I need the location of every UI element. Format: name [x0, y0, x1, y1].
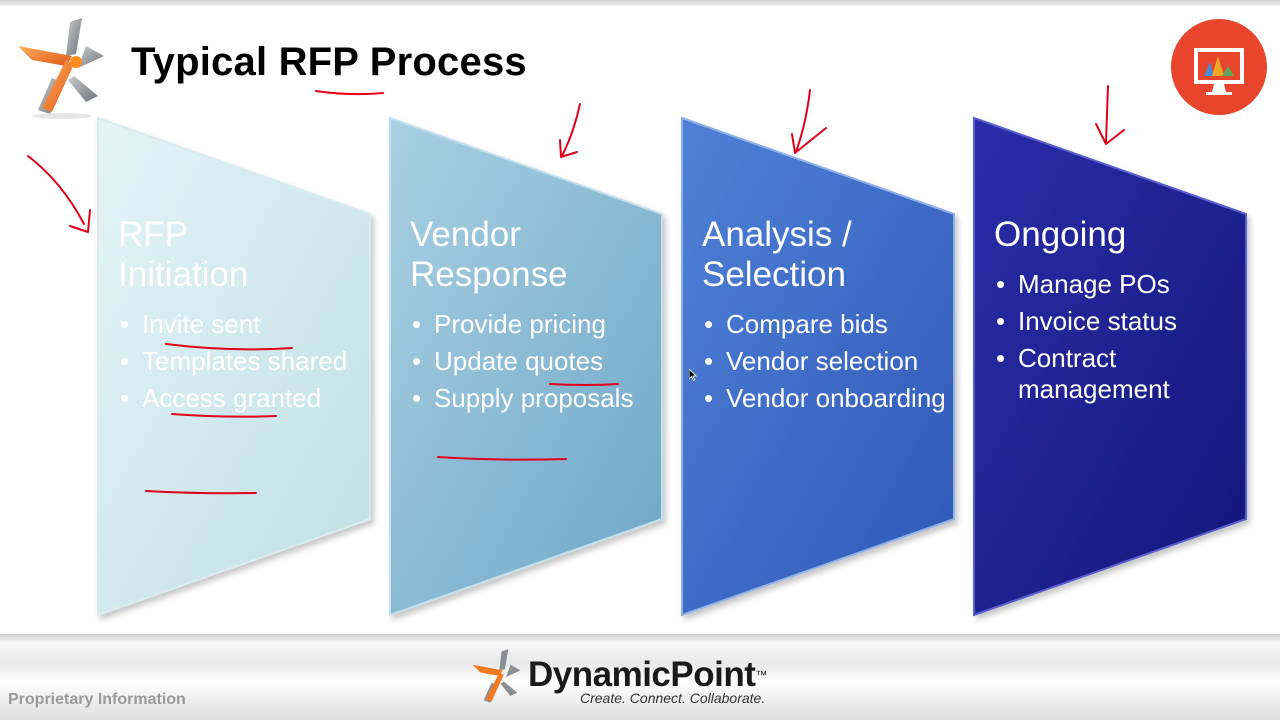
bullet-text: Access granted — [142, 383, 322, 413]
panel-bullet-list: • Provide pricing • Update quotes • Supply pr… — [410, 309, 660, 414]
panel-heading-line: Analysis / — [702, 215, 852, 254]
bullet-text: Supply proposals — [434, 383, 634, 413]
bullet-text: Invite sent — [142, 309, 261, 339]
bullet-item: • Compare bids — [702, 309, 952, 340]
window-top-edge — [0, 0, 1280, 6]
panel-shape-ongoing — [973, 116, 1247, 617]
panel-shape-response — [389, 116, 663, 617]
panel-heading-line: Initiation — [118, 255, 249, 294]
panel-heading-line: RFP — [118, 215, 188, 254]
footer-logo-icon — [472, 649, 521, 703]
bullet-text: Compare bids — [726, 309, 888, 339]
bullet-text: Templates shared — [142, 346, 348, 376]
bullet-text: Vendor selection — [726, 346, 919, 376]
bullet-item: • Access granted — [118, 383, 368, 414]
bullet-item: • Supply proposals — [410, 383, 660, 414]
bullet-dot-icon: • — [704, 309, 714, 339]
panel-shape-selection — [681, 116, 955, 617]
proprietary-note: Proprietary Information — [8, 691, 186, 708]
bullet-dot-icon: • — [996, 343, 1006, 373]
panel-heading-line: Vendor — [410, 215, 521, 254]
slide-title: Typical RFP Process — [131, 40, 527, 84]
bullet-dot-icon: • — [996, 269, 1006, 299]
bullet-text: Invoice status — [1018, 306, 1177, 336]
bullet-dot-icon: • — [120, 309, 130, 339]
mouse-cursor-icon — [689, 369, 697, 381]
panel-heading: Analysis /Selection — [702, 215, 952, 295]
panel-heading-line: Selection — [702, 255, 846, 294]
panel-heading: Ongoing — [994, 215, 1244, 255]
bullet-item: • Update quotes — [410, 346, 660, 377]
bullet-item: • Templates shared — [118, 346, 368, 377]
bullet-item: • Invite sent — [118, 309, 368, 340]
panel-bullet-list: • Manage POs • Invoice status • Contract mana… — [994, 269, 1244, 405]
footer-bar: Proprietary Information DynamicPoint™ Cr… — [0, 634, 1280, 720]
bullet-dot-icon: • — [704, 346, 714, 376]
bullet-item: • Vendor onboarding — [702, 383, 952, 414]
bullet-text: Manage POs — [1018, 269, 1170, 299]
panel-bullet-list: • Compare bids • Vendor selection • Vendor on… — [702, 309, 952, 414]
dynamicpoint-logo-icon — [18, 18, 104, 119]
bullet-dot-icon: • — [412, 309, 422, 339]
bullet-item: • Manage POs — [994, 269, 1244, 300]
footer-brand: DynamicPoint™ — [528, 655, 767, 694]
bullet-item: • Contract management — [994, 343, 1244, 405]
bullet-text: Update quotes — [434, 346, 604, 376]
bullet-text: Contract management — [1018, 343, 1170, 404]
trademark-mark: ™ — [755, 668, 767, 682]
panel-heading-line: Ongoing — [994, 215, 1127, 254]
bullet-item: • Provide pricing — [410, 309, 660, 340]
bullet-text: Provide pricing — [434, 309, 606, 339]
panel-ongoing: Ongoing • Manage POs • Invoice status • Contra… — [994, 215, 1244, 411]
bullet-dot-icon: • — [704, 383, 714, 413]
bullet-dot-icon: • — [412, 346, 422, 376]
footer-brand-name: DynamicPoint — [528, 655, 756, 694]
footer-tagline: Create. Connect. Collaborate. — [580, 690, 766, 706]
bullet-dot-icon: • — [412, 383, 422, 413]
bullet-item: • Invoice status — [994, 306, 1244, 337]
panel-bullet-list: • Invite sent • Templates shared • Access gra… — [118, 309, 368, 414]
presentation-monitor-icon[interactable] — [1170, 18, 1268, 116]
panel-heading-line: Response — [410, 255, 568, 294]
bullet-dot-icon: • — [120, 383, 130, 413]
bullet-text: Vendor onboarding — [726, 383, 946, 413]
bullet-dot-icon: • — [120, 346, 130, 376]
bullet-item: • Vendor selection — [702, 346, 952, 377]
panel-selection: Analysis /Selection • Compare bids • Vendor … — [702, 215, 952, 420]
bullet-dot-icon: • — [996, 306, 1006, 336]
